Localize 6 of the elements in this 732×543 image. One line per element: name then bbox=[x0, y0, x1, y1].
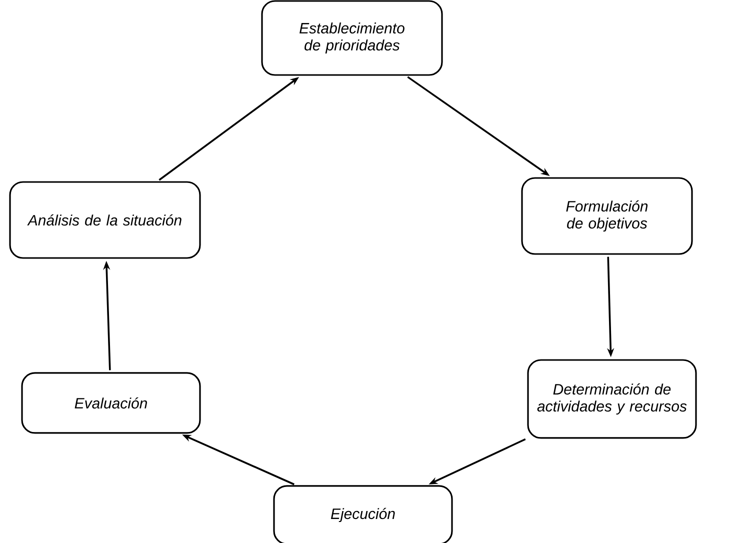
process-box: Análisis de la situación bbox=[9, 181, 201, 259]
process-box: Determinación de actividades y recursos bbox=[527, 359, 697, 439]
process-box: Evaluación bbox=[21, 372, 201, 434]
process-box: Establecimiento de prioridades bbox=[261, 0, 443, 76]
process-box: Ejecución bbox=[273, 485, 453, 543]
process-box: Formulación de objetivos bbox=[521, 177, 693, 255]
